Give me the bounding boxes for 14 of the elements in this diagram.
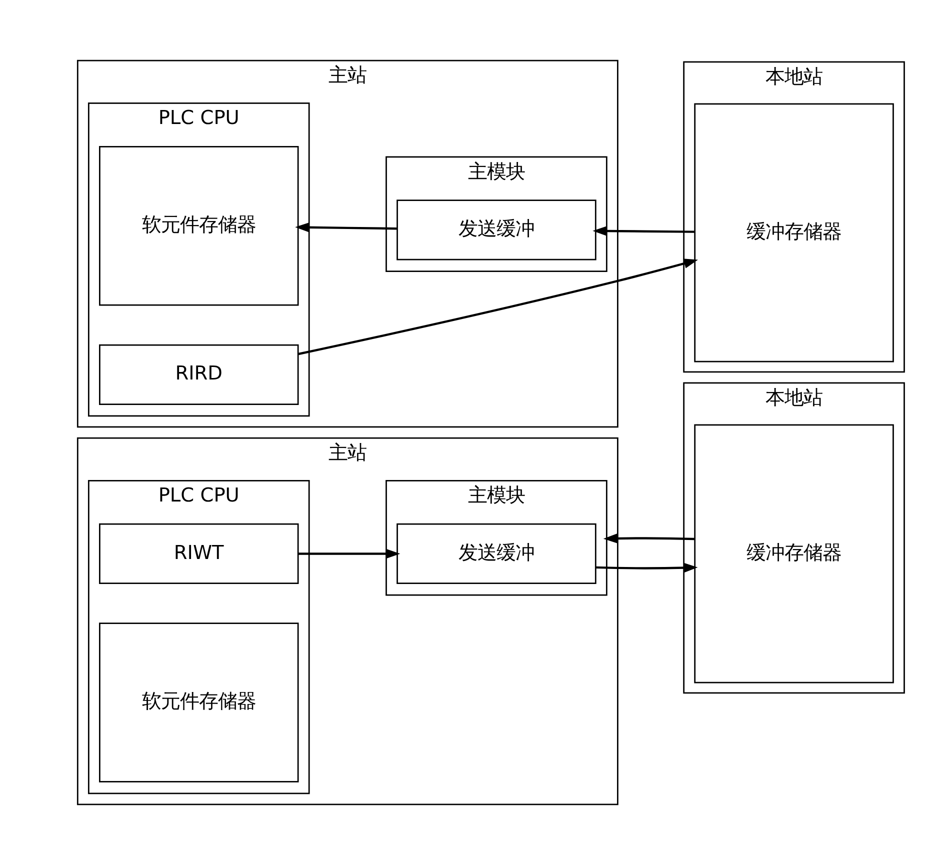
- node-box: RIWT: [99, 523, 299, 584]
- arrow: [603, 534, 694, 544]
- arrow: [298, 258, 698, 356]
- arrow: [295, 222, 397, 232]
- node-box: 缓冲存储器: [694, 103, 894, 362]
- node-box: RIRD: [99, 344, 299, 405]
- arrow: [592, 226, 694, 236]
- arrow: [298, 548, 400, 559]
- arrow: [596, 562, 698, 573]
- node-box: 发送缓冲: [396, 523, 596, 584]
- node-box: 软元件存储器: [99, 622, 299, 782]
- node-box: 发送缓冲: [396, 200, 596, 260]
- node-box: 软元件存储器: [99, 146, 299, 306]
- node-box: 缓冲存储器: [694, 424, 894, 684]
